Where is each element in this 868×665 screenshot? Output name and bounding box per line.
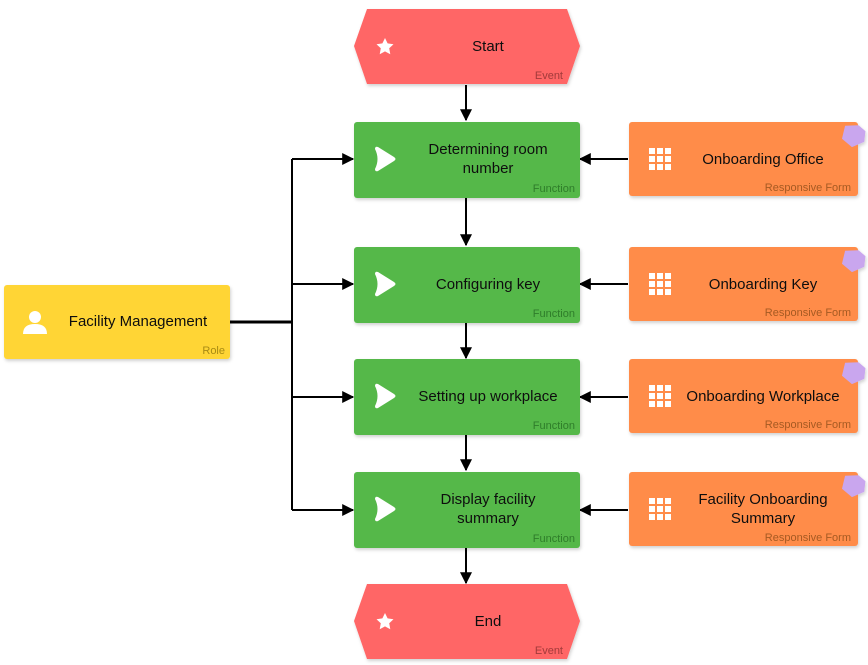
star-icon bbox=[376, 613, 394, 630]
event-start[interactable]: Start Event bbox=[354, 9, 580, 84]
function-type: Function bbox=[533, 533, 575, 545]
grid-icon bbox=[649, 148, 671, 170]
function-determining-room-number[interactable]: Determining room number Function bbox=[354, 122, 580, 198]
form-label-line1: Onboarding Workplace bbox=[686, 388, 839, 405]
function-label-line1: Determining room bbox=[428, 141, 547, 158]
grid-icon bbox=[649, 498, 671, 520]
play-icon bbox=[375, 496, 396, 522]
function-setting-up-workplace[interactable]: Setting up workplace Function bbox=[354, 359, 580, 435]
play-icon bbox=[375, 383, 396, 409]
form-type: Responsive Form bbox=[765, 307, 851, 319]
function-label-line1: Setting up workplace bbox=[418, 388, 557, 405]
role-facility-management[interactable]: Facility Management Role bbox=[4, 285, 230, 359]
form-label-line2: Summary bbox=[731, 510, 796, 527]
form-type: Responsive Form bbox=[765, 532, 851, 544]
role-type: Role bbox=[202, 345, 225, 357]
form-label-line1: Facility Onboarding bbox=[698, 491, 827, 508]
event-start-type: Event bbox=[535, 70, 563, 82]
form-onboarding-workplace[interactable]: Onboarding Workplace Responsive Form bbox=[629, 356, 868, 433]
grid-icon bbox=[649, 385, 671, 407]
form-type: Responsive Form bbox=[765, 419, 851, 431]
event-end-label: End bbox=[475, 613, 502, 630]
tag-icon bbox=[841, 475, 866, 498]
edges bbox=[230, 85, 628, 585]
event-start-label: Start bbox=[472, 38, 505, 55]
form-label-line1: Onboarding Office bbox=[702, 151, 823, 168]
function-configuring-key[interactable]: Configuring key Function bbox=[354, 247, 580, 323]
form-type: Responsive Form bbox=[765, 182, 851, 194]
function-label-line2: summary bbox=[457, 510, 519, 527]
form-facility-onboarding-summary[interactable]: Facility Onboarding Summary Responsive F… bbox=[629, 469, 868, 546]
function-type: Function bbox=[533, 420, 575, 432]
function-display-facility-summary[interactable]: Display facility summary Function bbox=[354, 472, 580, 548]
function-type: Function bbox=[533, 183, 575, 195]
role-label: Facility Management bbox=[69, 313, 208, 330]
user-icon bbox=[23, 311, 47, 334]
function-type: Function bbox=[533, 308, 575, 320]
tag-icon bbox=[841, 362, 866, 385]
function-label-line1: Display facility bbox=[440, 491, 536, 508]
tag-icon bbox=[841, 250, 866, 273]
star-icon bbox=[376, 38, 394, 55]
event-end[interactable]: End Event bbox=[354, 584, 580, 659]
event-end-type: Event bbox=[535, 645, 563, 657]
tag-icon bbox=[841, 125, 866, 148]
form-onboarding-office[interactable]: Onboarding Office Responsive Form bbox=[629, 119, 868, 196]
grid-icon bbox=[649, 273, 671, 295]
form-label-line1: Onboarding Key bbox=[709, 276, 818, 293]
play-icon bbox=[375, 271, 396, 297]
play-icon bbox=[375, 146, 396, 172]
function-label-line2: number bbox=[463, 160, 514, 177]
function-label-line1: Configuring key bbox=[436, 276, 541, 293]
form-onboarding-key[interactable]: Onboarding Key Responsive Form bbox=[629, 244, 868, 321]
